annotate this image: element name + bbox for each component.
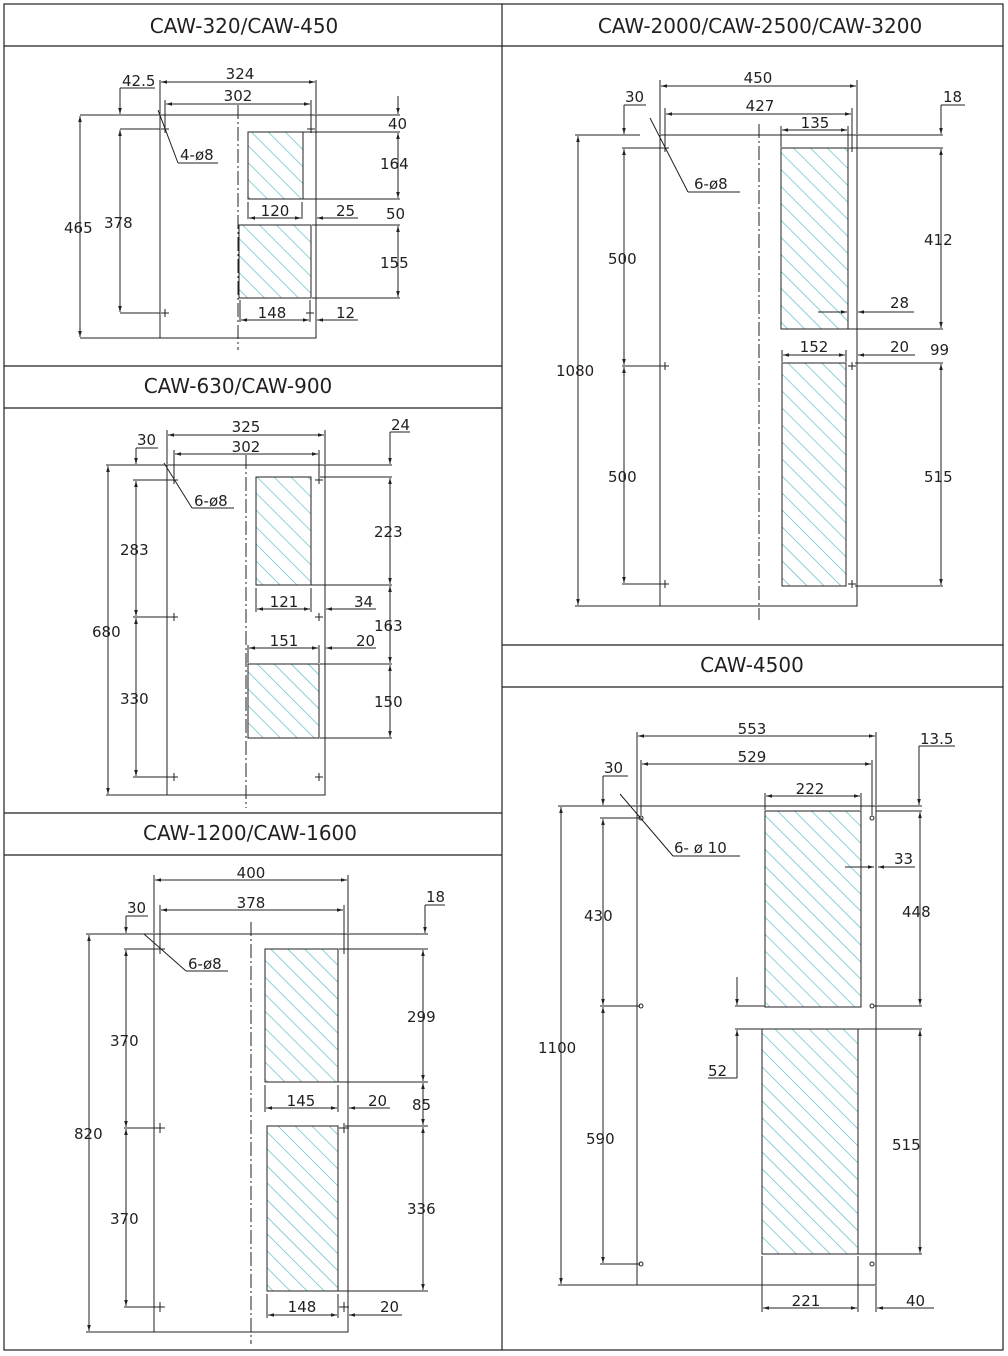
dim-lower-cutout-right-gap: 40 — [906, 1292, 925, 1310]
dim-hole-span-upper: 500 — [608, 250, 637, 268]
lower-cutout — [266, 1125, 339, 1292]
dim-lower-cutout-height: 150 — [374, 693, 403, 711]
dim-hole-span-upper: 430 — [584, 907, 613, 925]
dim-lower-cutout-right-gap: 20 — [380, 1298, 399, 1316]
dim-left-offset: 30 — [137, 431, 156, 449]
dim-hole-span-lower: 370 — [110, 1210, 139, 1228]
dim-hole-span-width: 529 — [738, 748, 767, 766]
hole-note: 6-ø8 — [194, 492, 228, 510]
panel-caw-320-450: CAW-320/CAW-450 465 378 42.5 324 302 4-ø… — [64, 14, 409, 350]
dim-overall-width: 400 — [237, 864, 266, 882]
hole-note: 6- ø 10 — [674, 839, 727, 857]
dim-upper-cutout-width: 120 — [261, 202, 290, 220]
dim-cutout-gap: 52 — [708, 1062, 727, 1080]
dim-overall-height: 1100 — [538, 1039, 576, 1057]
dim-lower-cutout-right-gap: 20 — [890, 338, 909, 356]
dim-hole-span-upper: 370 — [110, 1032, 139, 1050]
dim-lower-cutout-width: 152 — [800, 338, 829, 356]
dim-overall-width: 553 — [738, 720, 767, 738]
sheet-grid — [3, 3, 1004, 1351]
dim-upper-cutout-height: 164 — [380, 155, 409, 173]
dim-upper-cutout-width: 135 — [801, 114, 830, 132]
dim-hole-span-lower: 500 — [608, 468, 637, 486]
lower-cutout — [761, 1028, 859, 1255]
dim-hole-span-width: 302 — [224, 87, 253, 105]
dim-cutout-gap: 163 — [374, 617, 403, 635]
dim-overall-width: 325 — [232, 418, 261, 436]
dim-upper-cutout-width: 222 — [796, 780, 825, 798]
panel-title: CAW-630/CAW-900 — [144, 374, 333, 398]
panel-title: CAW-4500 — [700, 653, 804, 677]
upper-cutout — [264, 948, 339, 1083]
dim-hole-span-upper: 283 — [120, 541, 149, 559]
panel-caw-630-900: CAW-630/CAW-900 680 283 330 30 325 302 6… — [92, 374, 410, 808]
dim-upper-cutout-height: 299 — [407, 1008, 436, 1026]
dim-lower-cutout-width: 148 — [258, 304, 287, 322]
panel-caw-1200-1600: CAW-1200/CAW-1600 820 370 370 30 400 378… — [74, 821, 445, 1344]
panel-title: CAW-1200/CAW-1600 — [143, 821, 357, 845]
hole-note: 6-ø8 — [188, 955, 222, 973]
dim-overall-width: 324 — [226, 65, 255, 83]
dim-left-offset: 30 — [604, 759, 623, 777]
dim-top-offset: 13.5 — [920, 730, 953, 748]
dim-top-offset: 18 — [943, 88, 962, 106]
dim-lower-cutout-width: 148 — [288, 1298, 317, 1316]
dim-cutout-gap: 99 — [930, 341, 949, 359]
dim-lower-cutout-height: 515 — [924, 468, 953, 486]
dim-lower-cutout-right-gap: 12 — [336, 304, 355, 322]
hole-note: 4-ø8 — [180, 146, 214, 164]
dim-overall-height: 820 — [74, 1125, 103, 1143]
dim-lower-cutout-width: 151 — [270, 632, 299, 650]
dim-upper-cutout-right-gap: 33 — [894, 850, 913, 868]
dim-lower-cutout-width: 221 — [792, 1292, 821, 1310]
dim-upper-cutout-right-gap: 20 — [368, 1092, 387, 1110]
dim-top-offset: 24 — [391, 416, 410, 434]
dim-overall-height: 465 — [64, 219, 93, 237]
dim-hole-span-height: 378 — [104, 214, 133, 232]
dim-lower-cutout-height: 515 — [892, 1136, 921, 1154]
dim-left-offset: 42.5 — [122, 72, 155, 90]
dim-hole-span-width: 302 — [232, 438, 261, 456]
mounting-holes — [638, 815, 875, 1267]
dim-overall-height: 1080 — [556, 362, 594, 380]
dim-top-offset: 18 — [426, 888, 445, 906]
dim-left-offset: 30 — [127, 899, 146, 917]
dim-top-offset: 40 — [388, 115, 407, 133]
dim-cutout-gap: 50 — [386, 205, 405, 223]
dim-upper-cutout-right-gap: 25 — [336, 202, 355, 220]
panel-caw-2000-2500-3200: CAW-2000/CAW-2500/CAW-3200 1080 500 500 … — [556, 14, 965, 620]
enclosure-outline — [636, 805, 877, 1286]
dim-cutout-gap: 85 — [412, 1096, 431, 1114]
panel-caw-4500: CAW-4500 1100 430 590 30 553 529 — [538, 653, 955, 1312]
dim-upper-cutout-right-gap: 28 — [890, 294, 909, 312]
dim-upper-cutout-height: 412 — [924, 231, 953, 249]
dim-upper-cutout-right-gap: 34 — [354, 593, 373, 611]
dim-hole-span-width: 378 — [237, 894, 266, 912]
dim-lower-cutout-height: 155 — [380, 254, 409, 272]
dim-hole-span-lower: 330 — [120, 690, 149, 708]
dim-lower-cutout-height: 336 — [407, 1200, 436, 1218]
dim-left-offset: 30 — [625, 88, 644, 106]
upper-cutout — [764, 810, 862, 1008]
mounting-holes — [155, 944, 349, 1312]
dim-overall-height: 680 — [92, 623, 121, 641]
dim-upper-cutout-height: 448 — [902, 903, 931, 921]
dim-upper-cutout-height: 223 — [374, 523, 403, 541]
dim-hole-span-width: 427 — [746, 97, 775, 115]
hole-note: 6-ø8 — [694, 175, 728, 193]
dim-hole-span-lower: 590 — [586, 1130, 615, 1148]
lower-cutout — [247, 663, 320, 739]
panel-title: CAW-320/CAW-450 — [150, 14, 339, 38]
upper-cutout — [247, 131, 304, 200]
lower-cutout — [238, 224, 312, 299]
dim-overall-width: 450 — [744, 69, 773, 87]
dim-upper-cutout-width: 145 — [287, 1092, 316, 1110]
dim-lower-cutout-right-gap: 20 — [356, 632, 375, 650]
panel-title: CAW-2000/CAW-2500/CAW-3200 — [598, 14, 922, 38]
lower-cutout — [781, 362, 847, 587]
upper-cutout — [255, 476, 312, 586]
upper-cutout — [780, 147, 849, 330]
dim-upper-cutout-width: 121 — [270, 593, 299, 611]
